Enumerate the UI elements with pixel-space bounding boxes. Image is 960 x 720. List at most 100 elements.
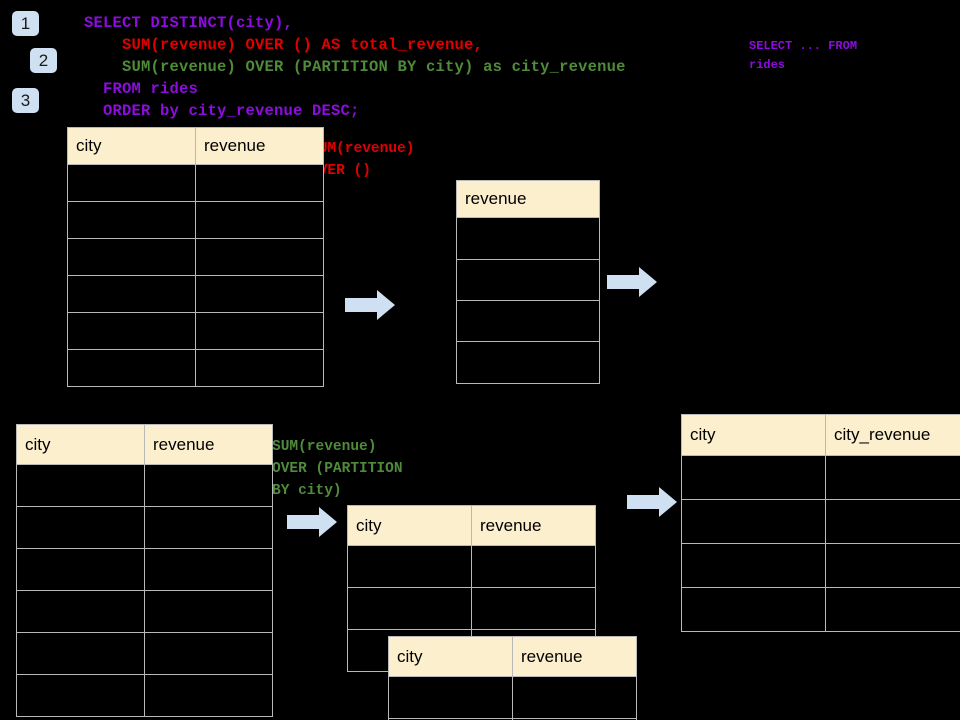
cell-revenue	[456, 341, 600, 384]
table-row	[681, 587, 960, 632]
arrow-source-to-partition	[287, 507, 337, 537]
table-row	[347, 545, 596, 588]
cell-revenue	[144, 632, 273, 675]
cell-city-revenue	[825, 499, 960, 544]
arrow-partition-to-result	[627, 487, 677, 517]
column-header-city: city	[681, 414, 826, 456]
annotation-partition-by-city: SUM(revenue) OVER (PARTITION BY city)	[272, 439, 403, 499]
table-row	[456, 341, 600, 384]
cell-revenue	[144, 674, 273, 717]
column-header-city: city	[347, 505, 472, 546]
cell-revenue	[512, 718, 637, 720]
cell-revenue	[144, 464, 273, 507]
table-row	[388, 718, 637, 720]
cell-city	[16, 464, 145, 507]
cell-revenue	[512, 676, 637, 719]
cell-city	[67, 238, 196, 276]
cell-city	[67, 349, 196, 387]
cell-city-revenue	[825, 587, 960, 632]
table-header-row: city revenue	[388, 636, 637, 677]
sql-line-from: FROM rides	[84, 80, 199, 98]
cell-city	[16, 590, 145, 633]
step-badge-3: 3	[12, 88, 39, 113]
column-header-revenue: revenue	[471, 505, 596, 546]
table-row	[681, 455, 960, 500]
cell-city	[67, 275, 196, 313]
table-header-row: city city_revenue	[681, 414, 960, 456]
step-badge-2: 2	[30, 48, 57, 73]
table-row	[388, 676, 637, 719]
cell-revenue	[456, 217, 600, 260]
cell-city	[388, 676, 513, 719]
cell-revenue	[456, 259, 600, 301]
table-row	[67, 349, 324, 387]
cell-city	[16, 632, 145, 675]
cell-revenue	[471, 587, 596, 630]
cell-revenue	[471, 545, 596, 588]
cell-revenue	[195, 275, 324, 313]
sql-line-order-by: ORDER by city_revenue DESC;	[84, 102, 360, 120]
table-row	[347, 587, 596, 630]
column-header-city-revenue: city_revenue	[825, 414, 960, 456]
table-header-row: city revenue	[67, 127, 324, 165]
table-row	[456, 300, 600, 342]
cell-city	[347, 545, 472, 588]
column-header-revenue: revenue	[456, 180, 600, 218]
table-row	[67, 275, 324, 313]
cell-city-revenue	[825, 543, 960, 588]
cell-city	[16, 548, 145, 591]
arrow-total-to-result	[607, 267, 657, 297]
cell-city	[681, 587, 826, 632]
table-header-row: city revenue	[16, 424, 273, 465]
cell-revenue	[195, 312, 324, 350]
table-row	[681, 499, 960, 544]
cell-revenue	[144, 590, 273, 633]
table-row	[16, 590, 273, 633]
cell-city	[67, 201, 196, 239]
table-row	[16, 464, 273, 507]
column-header-revenue: revenue	[195, 127, 324, 165]
table-row	[67, 238, 324, 276]
column-header-city: city	[16, 424, 145, 465]
column-header-city: city	[388, 636, 513, 677]
step-badge-1: 1	[12, 11, 39, 36]
table-row	[16, 632, 273, 675]
cell-city	[681, 455, 826, 500]
sql-side-note: SELECT ... FROM rides	[749, 39, 858, 72]
cell-revenue	[144, 548, 273, 591]
cell-city	[67, 164, 196, 202]
table-source-bottom: city revenue	[16, 424, 273, 717]
table-row	[67, 201, 324, 239]
cell-city	[16, 506, 145, 549]
table-partition-lower: city revenue	[388, 636, 637, 720]
table-row	[67, 164, 324, 202]
cell-revenue	[195, 349, 324, 387]
cell-city	[16, 674, 145, 717]
cell-revenue	[195, 238, 324, 276]
table-row	[456, 259, 600, 301]
table-total-revenue: revenue	[456, 180, 600, 384]
cell-city	[67, 312, 196, 350]
table-header-row: city revenue	[347, 505, 596, 546]
cell-revenue	[195, 164, 324, 202]
table-row	[681, 543, 960, 588]
table-row	[456, 217, 600, 260]
table-row	[16, 674, 273, 717]
table-row	[67, 312, 324, 350]
table-row	[16, 548, 273, 591]
sql-line-city-revenue: SUM(revenue) OVER (PARTITION BY city) as…	[84, 58, 626, 76]
table-row	[16, 506, 273, 549]
cell-revenue	[456, 300, 600, 342]
table-source-top: city revenue	[67, 127, 324, 387]
cell-city	[681, 543, 826, 588]
column-header-revenue: revenue	[144, 424, 273, 465]
sql-line-select: SELECT DISTINCT(city),	[84, 14, 294, 32]
table-result: city city_revenue	[681, 414, 960, 632]
annotation-over-empty: SUM(revenue) OVER ()	[310, 141, 415, 179]
cell-city-revenue	[825, 455, 960, 500]
cell-city	[681, 499, 826, 544]
column-header-city: city	[67, 127, 196, 165]
cell-revenue	[144, 506, 273, 549]
cell-city	[347, 587, 472, 630]
